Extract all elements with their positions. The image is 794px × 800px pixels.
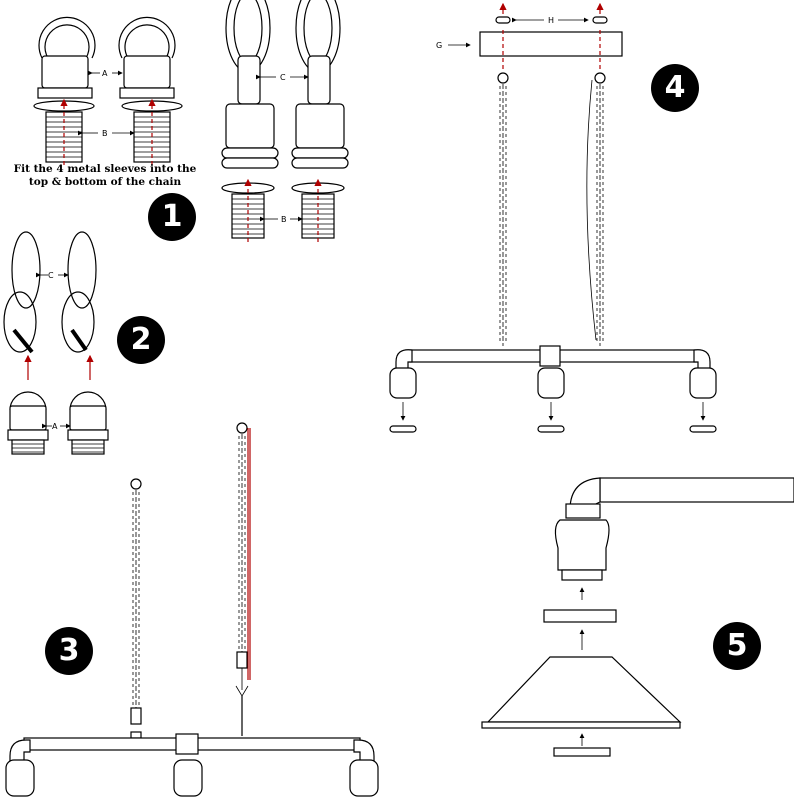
label-c-step2: C bbox=[48, 271, 54, 280]
threaded-rod-right bbox=[121, 98, 183, 165]
step-badge-4: 4 bbox=[651, 64, 699, 112]
step-badge-5: 5 bbox=[713, 622, 761, 670]
step-2-chain-diagram: C A bbox=[3, 231, 109, 455]
label-h: H bbox=[548, 16, 554, 25]
step-badge-1: 1 bbox=[148, 193, 196, 241]
threaded-rod-lower-left bbox=[221, 178, 275, 242]
step-4-canopy-diagram: H G bbox=[389, 2, 717, 433]
lamp-shade bbox=[486, 656, 682, 723]
canopy-plate bbox=[479, 31, 623, 57]
step-badge-2: 2 bbox=[117, 316, 165, 364]
ring-sleeve-step2-left bbox=[7, 391, 49, 455]
ring-sleeve-step2-right bbox=[67, 391, 109, 455]
step-3-hanging-diagram bbox=[5, 422, 379, 797]
label-g: G bbox=[436, 41, 442, 50]
label-a-step2: A bbox=[52, 422, 58, 431]
chain-sleeve-left bbox=[221, 0, 279, 169]
label-a-step1: A bbox=[102, 69, 108, 78]
step-5-shade-diagram bbox=[481, 477, 794, 757]
step-1-sleeve-diagram: A B bbox=[33, 0, 349, 242]
ring-sleeve-left bbox=[37, 16, 96, 99]
shade-nut bbox=[553, 747, 611, 757]
ring-sleeve-right bbox=[118, 16, 176, 99]
caption-line-1: Fit the 4 metal sleeves into the bbox=[13, 163, 197, 175]
label-b-step1-lower: B bbox=[281, 215, 287, 224]
shade-ring bbox=[543, 609, 617, 623]
label-b-step1: B bbox=[102, 129, 108, 138]
chain-sleeve-right bbox=[291, 0, 349, 169]
step-badge-3: 3 bbox=[45, 627, 93, 675]
threaded-rod-left bbox=[33, 98, 95, 165]
caption-line-2: top & bottom of the chain bbox=[28, 176, 182, 188]
step-1-caption: Fit the 4 metal sleeves into the top & b… bbox=[0, 163, 210, 189]
threaded-rod-lower-right bbox=[291, 178, 345, 242]
label-c-step1: C bbox=[280, 73, 286, 82]
